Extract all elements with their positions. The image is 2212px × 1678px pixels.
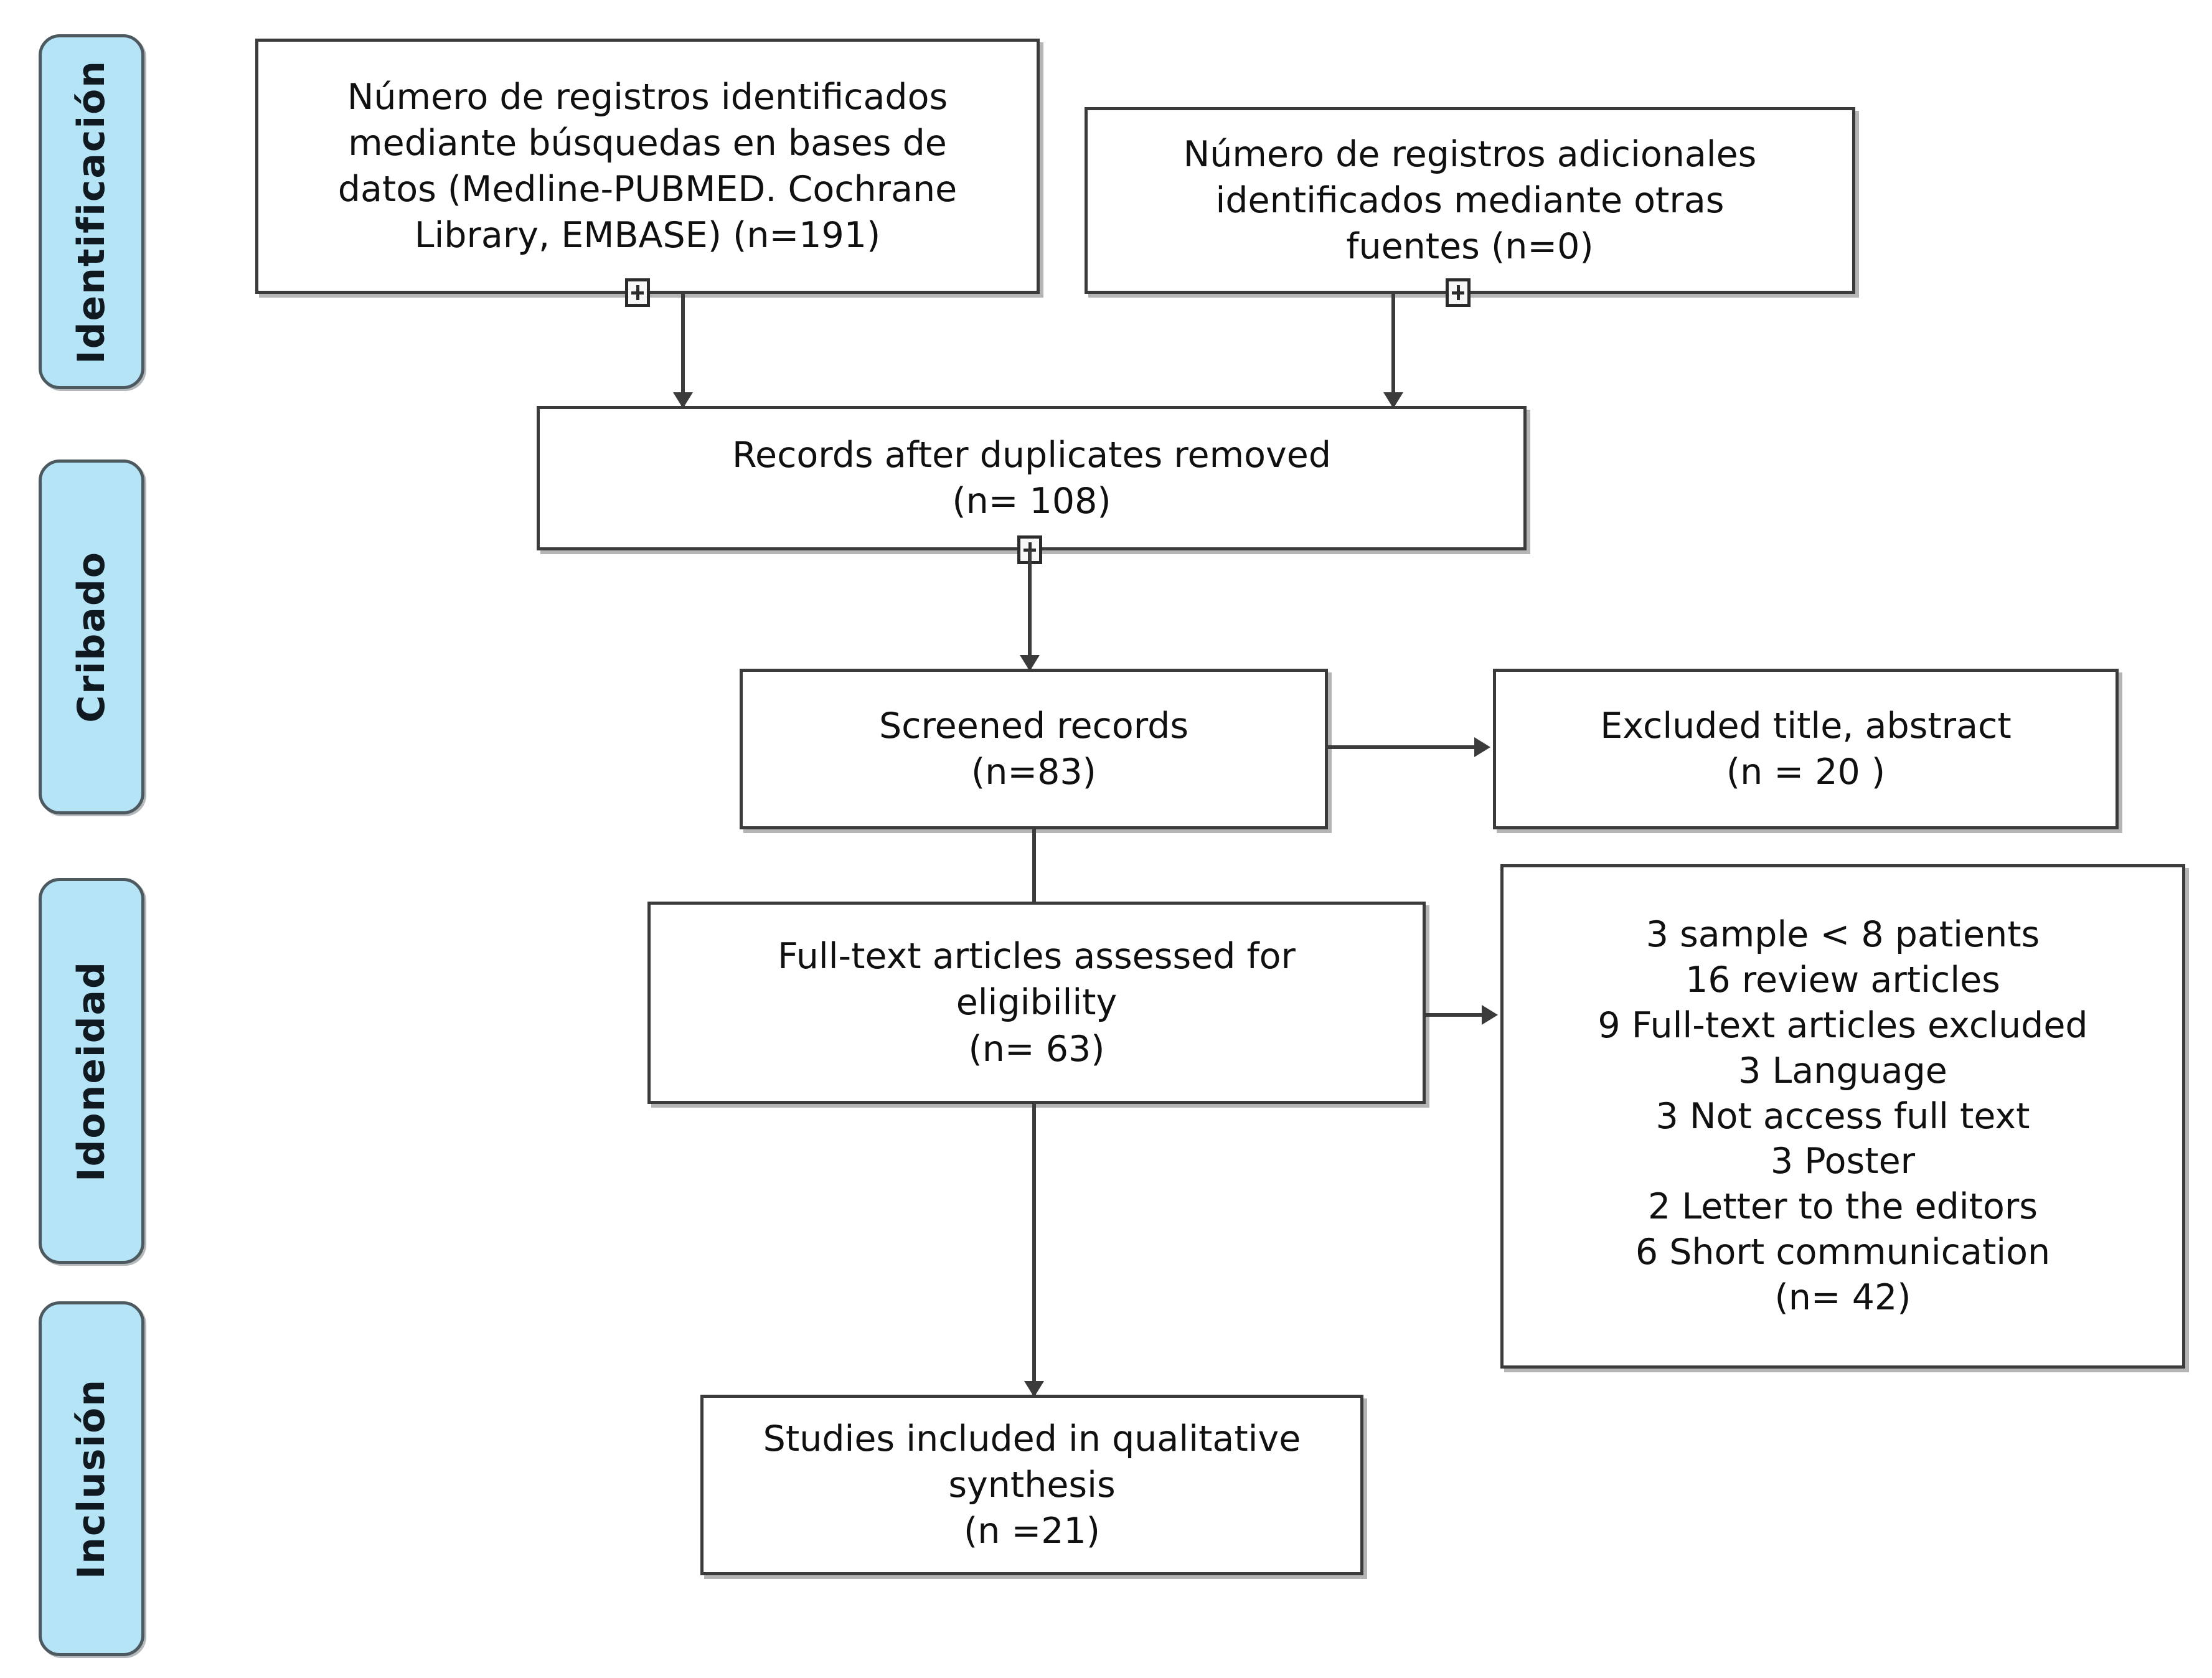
connector-fulltext-to-included [1032, 1104, 1036, 1397]
stage-label-cribado: Cribado [70, 551, 113, 723]
connector-duplicates-to-screened [1028, 550, 1032, 669]
stage-label-idoneidad: Idoneidad [70, 960, 113, 1182]
box-identified-other-sources-text: Número de registros adicionales identifi… [1183, 133, 1757, 268]
stage-pill-cribado: Cribado [39, 460, 144, 814]
box-identified-databases: Número de registros identificados median… [255, 39, 1040, 294]
box-screened-records-text: Screened records (n=83) [878, 705, 1189, 793]
connector-identified-databases-to-duplicates [681, 294, 685, 406]
box-studies-included-qualitative-synthesis: Studies included in qualitative synthesi… [700, 1395, 1363, 1575]
stage-pill-idoneidad: Idoneidad [39, 878, 144, 1264]
arrowhead-duplicates-to-screened [1020, 655, 1040, 671]
connector-screened-to-excluded-title-abstract [1328, 745, 1477, 749]
box-screened-records: Screened records (n=83) [740, 669, 1328, 829]
box-full-text-articles-assessed-text: Full-text articles assessed for eligibil… [778, 936, 1296, 1070]
arrowhead-fulltext-to-excluded-reasons [1482, 1005, 1498, 1025]
plus-marker-identified-other[interactable] [1446, 278, 1471, 307]
box-excluded-title-abstract: Excluded title, abstract (n = 20 ) [1493, 669, 2119, 829]
stage-label-identificacion: Identificación [70, 59, 113, 364]
stage-pill-inclusion: Inclusión [39, 1301, 144, 1656]
box-full-text-articles-assessed: Full-text articles assessed for eligibil… [647, 902, 1426, 1104]
connector-screened-to-fulltext [1032, 829, 1036, 941]
box-identified-other-sources: Número de registros adicionales identifi… [1085, 107, 1855, 294]
arrowhead-fulltext-to-included [1024, 1381, 1044, 1397]
box-records-after-duplicates-removed-text: Records after duplicates removed (n= 108… [732, 434, 1331, 522]
connector-identified-other-to-duplicates [1391, 294, 1395, 406]
stage-label-inclusion: Inclusión [70, 1378, 113, 1580]
arrowhead-identified-databases-to-duplicates [673, 392, 693, 408]
box-excluded-title-abstract-text: Excluded title, abstract (n = 20 ) [1600, 705, 2012, 793]
box-records-after-duplicates-removed: Records after duplicates removed (n= 108… [537, 406, 1527, 550]
plus-marker-identified-databases[interactable] [625, 278, 650, 307]
arrowhead-screened-to-excluded-title-abstract [1474, 737, 1490, 757]
box-studies-included-qualitative-synthesis-text: Studies included in qualitative synthesi… [763, 1418, 1301, 1552]
stage-pill-identificacion: Identificación [39, 34, 144, 389]
arrowhead-identified-other-to-duplicates [1383, 392, 1403, 408]
box-full-text-articles-excluded: 3 sample < 8 patients 16 review articles… [1500, 864, 2185, 1369]
box-identified-databases-text: Número de registros identificados median… [337, 76, 958, 257]
connector-fulltext-to-excluded-reasons [1426, 1013, 1485, 1017]
box-full-text-articles-excluded-text: 3 sample < 8 patients 16 review articles… [1598, 913, 2088, 1319]
